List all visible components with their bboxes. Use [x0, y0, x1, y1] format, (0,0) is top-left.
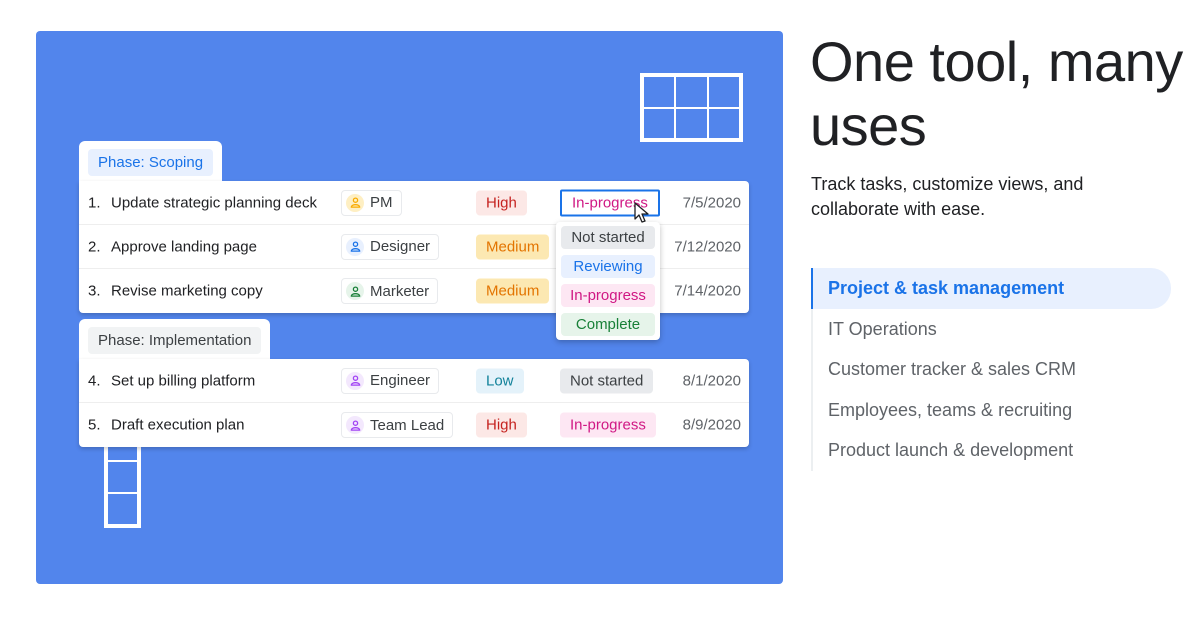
headline: One tool, many uses [810, 30, 1183, 157]
role-label: Team Lead [370, 416, 445, 434]
task-name[interactable]: Approve landing page [111, 238, 257, 255]
use-case-item[interactable]: IT Operations [828, 318, 937, 339]
person-icon [346, 237, 364, 256]
person-icon [346, 282, 364, 300]
phase-label: Phase: Scoping [88, 149, 214, 176]
role-label: Marketer [370, 282, 430, 300]
role-label: Designer [370, 238, 431, 255]
status-chip[interactable]: In-progress [560, 412, 656, 438]
role-chip[interactable]: Marketer [341, 278, 439, 304]
phase-label: Phase: Implementation [88, 327, 262, 354]
status-option[interactable]: Complete [561, 313, 655, 336]
row-number: 2. [88, 238, 101, 255]
role-chip[interactable]: Engineer [341, 367, 440, 394]
status-chip[interactable]: Not started [560, 368, 654, 393]
role-chip[interactable]: Designer [341, 233, 440, 260]
person-icon [346, 193, 364, 212]
table-row: 2. Approve landing page Designer Medium 7/12… [79, 225, 749, 269]
task-name[interactable]: Update strategic planning deck [111, 194, 317, 211]
status-option[interactable]: In-progress [561, 284, 655, 307]
role-label: PM [370, 194, 393, 211]
person-icon [346, 416, 364, 434]
table-row: 3. Revise marketing copy Marketer Medium 7/1… [79, 269, 749, 313]
person-icon [346, 371, 364, 390]
role-chip[interactable]: Team Lead [341, 412, 454, 438]
subtitle: Track tasks, customize views, and collab… [811, 174, 1084, 219]
use-case-item[interactable]: Customer tracker & sales CRM [828, 359, 1077, 379]
row-number: 3. [88, 282, 101, 300]
status-option[interactable]: Reviewing [561, 255, 655, 278]
grid-decoration [640, 73, 743, 142]
due-date: 7/12/2020 [674, 238, 741, 255]
demo-panel: Phase: Scoping 1. Update strategic plannin… [36, 31, 783, 584]
cursor-icon [634, 202, 649, 223]
status-option[interactable]: Not started [561, 226, 655, 249]
role-chip[interactable]: PM [341, 189, 402, 216]
task-name[interactable]: Draft execution plan [111, 416, 245, 434]
phase-tab[interactable]: Phase: Scoping [79, 141, 223, 183]
priority-chip[interactable]: Medium [476, 278, 550, 304]
table-row: 4. Set up billing platform Engineer Low Not … [79, 359, 749, 403]
row-number: 1. [88, 194, 101, 211]
priority-chip[interactable]: Low [476, 368, 524, 393]
priority-chip[interactable]: High [476, 412, 527, 438]
due-date: 8/1/2020 [682, 372, 741, 389]
due-date: 8/9/2020 [682, 416, 741, 434]
task-name[interactable]: Revise marketing copy [111, 282, 263, 300]
table-row: 5. Draft execution plan Team Lead High In-pr… [79, 403, 749, 447]
phase-tab[interactable]: Phase: Implementation [79, 319, 271, 361]
task-name[interactable]: Set up billing platform [111, 372, 256, 389]
use-case-item[interactable]: Employees, teams & recruiting [828, 399, 1073, 420]
due-date: 7/14/2020 [674, 282, 741, 300]
due-date: 7/5/2020 [682, 194, 741, 211]
role-label: Engineer [370, 372, 431, 389]
priority-chip[interactable]: High [476, 190, 527, 215]
priority-chip[interactable]: Medium [476, 234, 550, 259]
task-table: 4. Set up billing platform Engineer Low Not … [79, 359, 749, 447]
row-number: 5. [88, 416, 101, 434]
use-case-item[interactable]: Project & task management [811, 268, 1171, 309]
row-number: 4. [88, 372, 101, 389]
use-case-item[interactable]: Product launch & development [828, 440, 1074, 460]
